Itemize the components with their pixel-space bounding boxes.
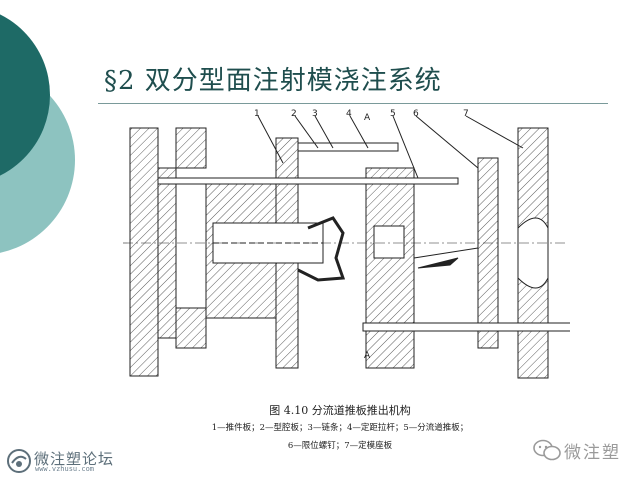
- dark-teal-circle: [0, 14, 50, 176]
- watermark-left: 微注塑论坛 www.vzhusu.com: [4, 446, 144, 476]
- figure-caption-title: 图 4.10 分流道推板推出机构: [269, 404, 411, 417]
- runner-stripper-plate: [477, 157, 499, 349]
- title-divider: [98, 103, 608, 104]
- molded-part: [297, 216, 346, 282]
- part-label-6: 6: [413, 109, 419, 119]
- figure-caption-line-2: 6—限位螺钉；7—定模座板: [287, 441, 393, 451]
- part-label-4: 4: [346, 109, 352, 119]
- sprue-arrow: [417, 257, 459, 269]
- part-label-2: 2: [291, 109, 297, 119]
- tie-bar-top: [157, 177, 459, 185]
- support-plate: [157, 167, 177, 339]
- watermark-right: 微注塑: [530, 435, 640, 465]
- wechat-icon: [533, 439, 561, 461]
- watermark-left-url: www.vzhusu.com: [35, 465, 95, 473]
- watermark-left-name: 微注塑论坛: [34, 450, 115, 468]
- mold-drawing: 1 2 3 4 A 5 6 7 A: [123, 109, 570, 379]
- watermark-right-name: 微注塑: [564, 443, 621, 463]
- part-label-7: 7: [463, 109, 469, 119]
- section-label-bottom: A: [364, 351, 371, 361]
- slide-title: §2 双分型面注射模浇注系统: [104, 66, 442, 96]
- chain-rod: [297, 142, 399, 152]
- part-label-3: 3: [312, 109, 318, 119]
- part-label-5: 5: [390, 109, 396, 119]
- part-label-1: 1: [254, 109, 260, 119]
- bottom-block-left: [175, 307, 207, 349]
- forum-logo-icon: [7, 449, 31, 473]
- left-base-plate: [129, 127, 159, 377]
- cavity-plate: [365, 167, 415, 369]
- figure-caption-line-1: 1—推件板；2—型腔板；3—链条；4—定距拉杆；5—分流道推板；: [211, 423, 469, 433]
- top-block-left: [175, 127, 207, 169]
- section-label-top: A: [364, 113, 371, 123]
- limit-rod: [362, 322, 570, 332]
